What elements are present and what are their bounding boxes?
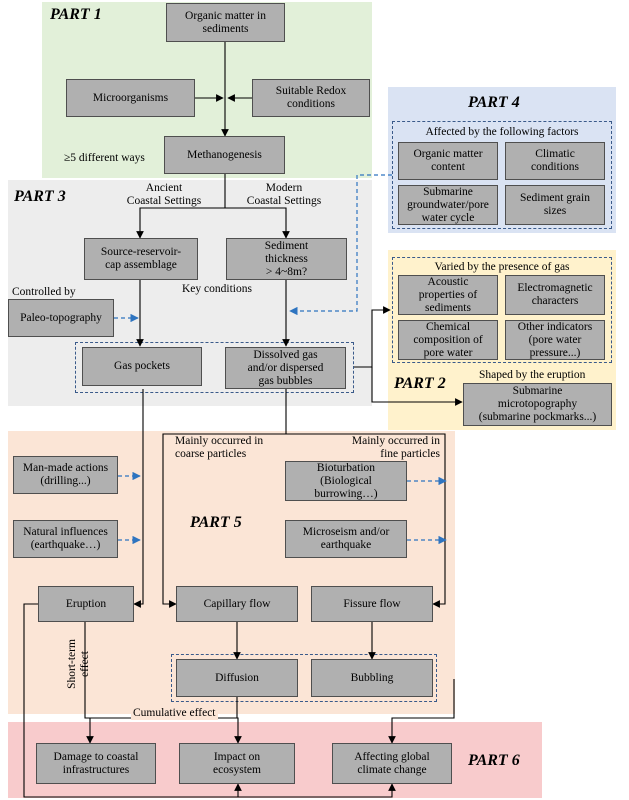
arrow-diffusion-cumulative [86, 697, 238, 744]
methanogenesis-box: Methanogenesis [164, 136, 285, 174]
gas-pockets-box: Gas pockets [82, 347, 202, 386]
redox-box: Suitable Redox conditions [252, 79, 370, 117]
other-indicators-box: Other indicators (pore water pressure...… [505, 320, 605, 360]
arrow-to-fissure [286, 433, 446, 608]
organic-content-box: Organic matter content [398, 142, 498, 180]
arrow-eruption-to-bottom [23, 603, 396, 798]
natural-influences-box: Natural influences (earthquake…) [13, 520, 118, 558]
eruption-box: Eruption [38, 586, 134, 622]
modern-label: Modern Coastal Settings [246, 182, 322, 207]
cumulative-label: Cumulative effect [131, 707, 218, 720]
ancient-label: Ancient Coastal Settings [126, 182, 202, 207]
coarse-particles-label: Mainly occurred in coarse particles [175, 435, 264, 460]
part5-title: PART 5 [190, 514, 242, 531]
climate-change-box: Affecting global climate change [332, 743, 452, 784]
key-conditions-label: Key conditions [182, 283, 252, 295]
shaped-by-label: Shaped by the eruption [479, 369, 586, 381]
climatic-box: Climatic conditions [505, 142, 605, 180]
damage-box: Damage to coastal infrastructures [36, 743, 156, 784]
organic-matter-box: Organic matter in sediments [166, 3, 285, 42]
microorganisms-box: Microorganisms [66, 79, 195, 117]
arrow-bubbling-cumulative [388, 679, 455, 744]
chemical-box: Chemical composition of pore water [398, 320, 498, 360]
electromagnetic-box: Electromagnetic characters [505, 275, 605, 315]
different-ways-label: ≥5 different ways [64, 152, 145, 164]
part2-title: PART 2 [394, 375, 446, 392]
fissure-flow-box: Fissure flow [311, 586, 433, 622]
manmade-box: Man-made actions (drilling...) [13, 456, 118, 494]
varied-by-label: Varied by the presence of gas [434, 261, 570, 273]
paleo-topography-box: Paleo-topography [8, 299, 114, 337]
gas-forms-group [75, 342, 354, 393]
bioturbation-box: Bioturbation (Biological burrowing…) [285, 461, 407, 501]
groundwater-box: Submarine groundwater/pore water cycle [398, 185, 498, 225]
short-term-label: Short-term effect [66, 639, 91, 689]
migration-group [171, 654, 437, 702]
source-reservoir-box: Source-reservoir- cap assemblage [84, 238, 198, 280]
acoustic-box: Acoustic properties of sediments [398, 275, 498, 315]
affected-by-label: Affected by the following factors [425, 126, 579, 138]
arrow-gasforms-to-microtopo [371, 367, 463, 406]
part1-title: PART 1 [50, 6, 102, 23]
bubbling-box: Bubbling [311, 659, 433, 697]
controlled-by-label: Controlled by [12, 286, 76, 298]
arrow-to-capillary [162, 433, 286, 608]
microtopography-box: Submarine microtopography (submarine poc… [463, 383, 612, 426]
fine-particles-label: Mainly occurred in fine particles [351, 435, 440, 460]
gas-effects-group [392, 257, 612, 363]
diffusion-box: Diffusion [176, 659, 298, 697]
arrow-split-left [136, 207, 225, 239]
capillary-flow-box: Capillary flow [176, 586, 298, 622]
factors-group [392, 121, 612, 229]
microseism-box: Microseism and/or earthquake [285, 520, 407, 558]
part6-title: PART 6 [468, 752, 520, 769]
impact-ecosystem-box: Impact on ecosystem [179, 743, 295, 784]
part4-title: PART 4 [468, 94, 520, 111]
grain-size-box: Sediment grain sizes [505, 185, 605, 225]
dissolved-gas-box: Dissolved gas and/or dispersed gas bubbl… [225, 347, 346, 389]
arrow-split-right [225, 207, 290, 239]
part3-title: PART 3 [14, 188, 66, 205]
arrow-gas-pockets-to-eruption [133, 389, 144, 608]
dashed-arrow-factors-to-thickness [289, 174, 392, 316]
sediment-thickness-box: Sediment thickness > 4~8m? [226, 238, 347, 280]
arrow-gasforms-to-part2 [354, 306, 391, 368]
